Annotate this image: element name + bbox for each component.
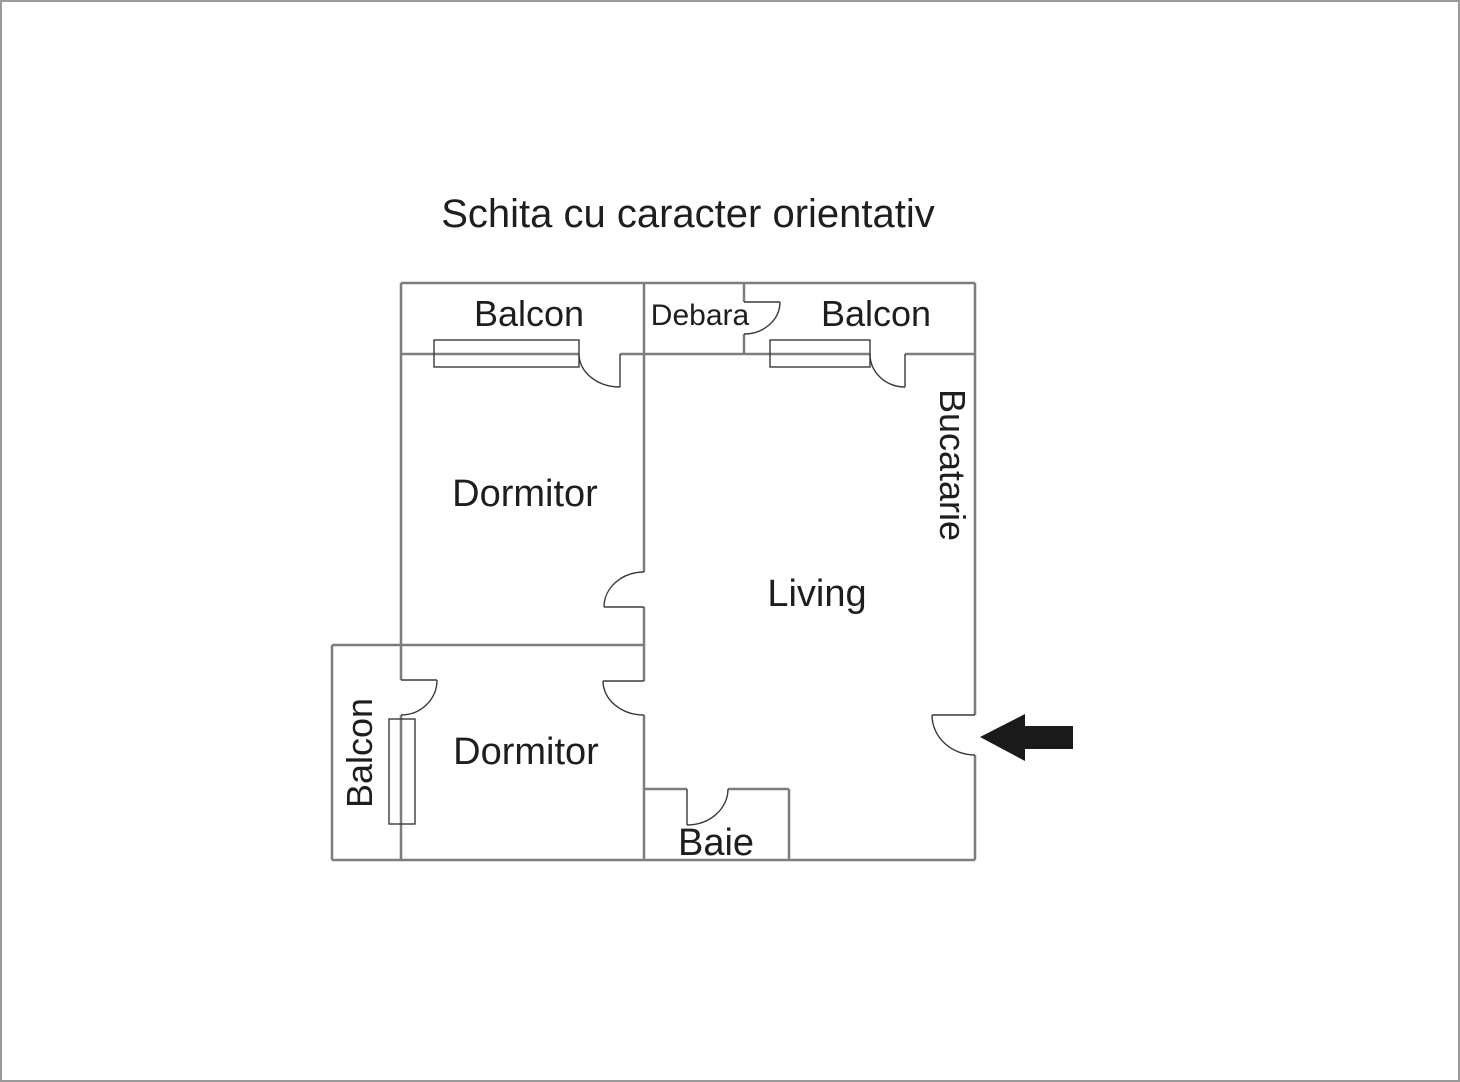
door-baie	[686, 788, 729, 826]
room-label-balcon-top-right: Balcon	[820, 293, 932, 334]
room-label-dormitor-top: Dormitor	[452, 473, 598, 515]
door-debara	[743, 301, 781, 335]
door-balcon-top-right	[869, 353, 906, 388]
room-label-balcon-top-left: Balcon	[473, 293, 585, 334]
door-balcony-lower	[400, 679, 438, 716]
wall-baie	[644, 787, 791, 860]
window-balcon-top-left	[433, 339, 580, 368]
room-label-living: Living	[767, 573, 867, 615]
page-title: Schita cu caracter orientativ	[441, 192, 935, 236]
walls	[330, 281, 977, 862]
room-label-baie: Baie	[677, 822, 755, 864]
room-label-debara: Debara	[650, 299, 750, 332]
room-label-bucatarie: Bucatarie	[932, 388, 973, 542]
window-balcon-top-right	[769, 339, 871, 368]
window-balcony-lower	[388, 718, 416, 825]
door-dormitor-top	[603, 571, 645, 608]
room-label-dormitor-bottom: Dormitor	[453, 731, 599, 773]
windows	[388, 339, 871, 825]
door-balcon-top-left	[578, 353, 621, 388]
room-label-balcon-left: Balcon	[339, 697, 380, 809]
door-dormitor-bottom	[602, 680, 645, 716]
door-entrance	[931, 714, 976, 756]
doors	[400, 301, 976, 826]
entrance-arrow-icon	[980, 714, 1073, 761]
